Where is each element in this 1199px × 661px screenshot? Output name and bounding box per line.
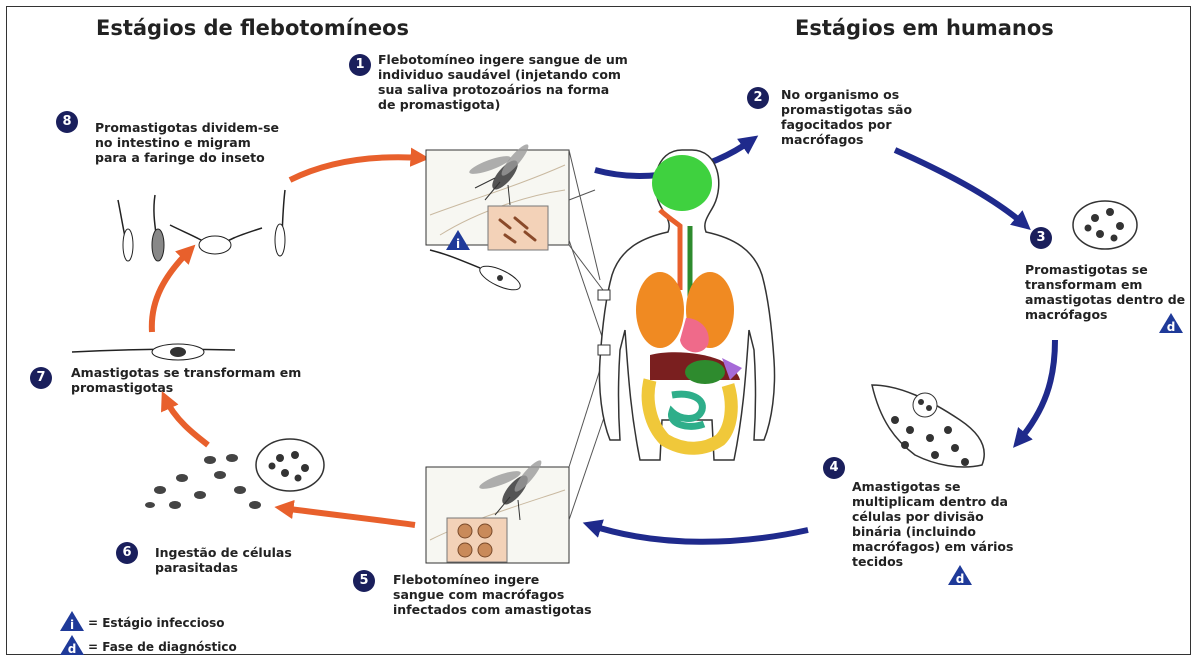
legend-diagnostic-text: = Fase de diagnóstico — [88, 640, 237, 654]
marker-letter: d — [1167, 320, 1176, 334]
marker-letter: d — [956, 572, 965, 586]
legend-letter: i — [70, 618, 74, 632]
legend-letter: d — [68, 642, 77, 656]
legend-infective-text: = Estágio infeccioso — [88, 616, 225, 630]
marker-letter: i — [456, 237, 460, 251]
